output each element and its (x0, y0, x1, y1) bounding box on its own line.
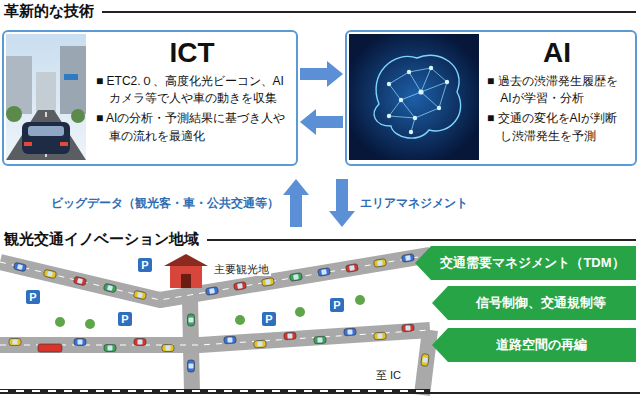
measure-tag: 信号制御、交通規制等 (432, 286, 636, 320)
bullet-text: ■ 過去の渋滞発生履歴をAIが学習・分析 (487, 73, 627, 108)
tag-text: 信号制御、交通規制等 (476, 296, 606, 310)
section-heading: 革新的な技術 (0, 0, 102, 23)
bullet-text: ■ 交通の変化をAIが判断し渋滞発生を予測 (487, 110, 627, 145)
heading-rule (102, 11, 636, 13)
tag-text: 交通需要マネジメント（TDM） (440, 256, 624, 270)
panel-title: ICT (96, 36, 288, 70)
heading-rule (207, 239, 636, 241)
technology-panel: AI■ 過去の渋滞発生履歴をAIが学習・分析■ 交通の変化をAIが判断し渋滞発生… (345, 30, 637, 166)
section-heading: 観光交通イノベーション地域 (0, 228, 207, 251)
parking-sign: P (262, 312, 276, 326)
measure-tag: 道路空間の再編 (432, 328, 636, 362)
section-header: 革新的な技術 (0, 0, 640, 23)
road-photo (6, 34, 86, 160)
edge-label: エリアマネジメント (360, 196, 468, 210)
block-arrow (329, 179, 355, 227)
edge-label: ビッグデータ（観光客・車・公共交通等） (51, 196, 279, 210)
block-arrow (300, 109, 343, 135)
block-arrow (283, 179, 309, 227)
parking-sign: P (138, 258, 152, 272)
panel-title: AI (487, 36, 627, 70)
parking-sign: P (26, 290, 40, 304)
bullet-text: ■ AIの分析・予測結果に基づき人や車の流れを最適化 (96, 110, 288, 145)
brain-image (349, 34, 479, 160)
measure-tag: 交通需要マネジメント（TDM） (415, 246, 636, 280)
parking-sign: P (330, 298, 344, 312)
technology-panel: ICT■ ETC2.０、高度化光ビーコン、AIカメラ等で人や車の動きを収集■ A… (2, 30, 298, 166)
block-arrow (300, 61, 343, 87)
bullet-text: ■ ETC2.０、高度化光ビーコン、AIカメラ等で人や車の動きを収集 (96, 73, 288, 108)
direction-label: 至 IC (374, 368, 403, 382)
section-band: 交通需要マネジメント（TDM） 信号制御、交通規制等道路空間の再編 観光交通イノベー… (0, 228, 640, 394)
section-band: ICT■ ETC2.０、高度化光ビーコン、AIカメラ等で人や車の動きを収集■ A… (0, 0, 640, 178)
area-map (0, 254, 430, 395)
tag-text: 道路空間の再編 (496, 338, 587, 352)
place-label: 主要観光地 (212, 262, 271, 276)
parking-sign: P (118, 312, 132, 326)
